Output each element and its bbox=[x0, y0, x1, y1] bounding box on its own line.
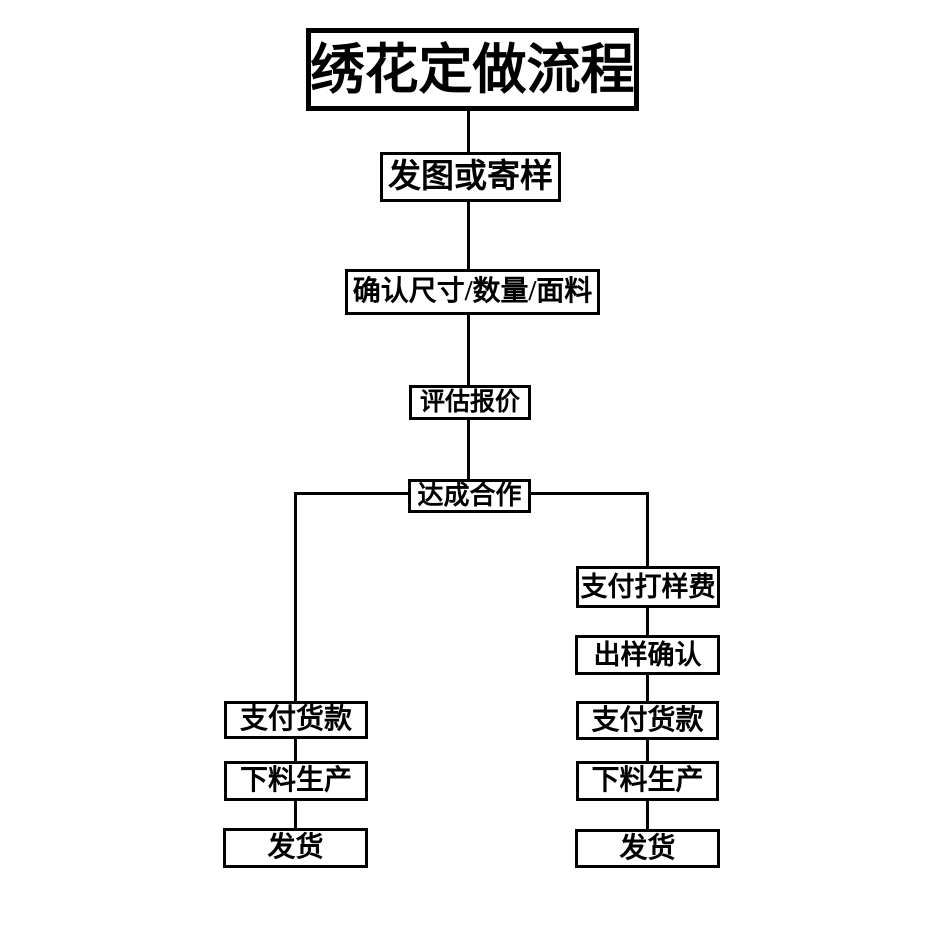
connector-produceleft-to-shipleft bbox=[294, 800, 297, 829]
connector-confirm-to-quote bbox=[467, 314, 470, 385]
flow-node-ship-left: 发货 bbox=[223, 828, 368, 868]
connector-send-to-confirm bbox=[467, 201, 470, 269]
connector-quote-to-deal bbox=[467, 419, 470, 479]
connector-deal-right-horizontal bbox=[531, 492, 649, 495]
connector-sampleconfirm-to-payright bbox=[646, 674, 649, 702]
flow-node-ship-right: 发货 bbox=[575, 829, 720, 868]
flow-node-confirm-specs: 确认尺寸/数量/面料 bbox=[345, 269, 600, 315]
connector-left-branch-vertical bbox=[294, 492, 297, 702]
flow-node-pay-left: 支付货款 bbox=[224, 701, 368, 739]
flow-node-title: 绣花定做流程 bbox=[306, 28, 639, 111]
flow-node-pay-sample-fee: 支付打样费 bbox=[576, 566, 720, 608]
flow-node-produce-right: 下料生产 bbox=[576, 761, 719, 801]
connector-samplefee-to-sampleconfirm bbox=[646, 607, 649, 635]
connector-title-to-send bbox=[467, 111, 470, 152]
flow-node-pay-right: 支付货款 bbox=[576, 701, 719, 740]
connector-deal-left-horizontal bbox=[294, 492, 408, 495]
flow-node-send-sample: 发图或寄样 bbox=[380, 152, 561, 202]
flow-node-produce-left: 下料生产 bbox=[224, 761, 368, 801]
connector-right-branch-vertical bbox=[646, 492, 649, 567]
connector-payleft-to-produceleft bbox=[294, 738, 297, 762]
flow-node-sample-confirm: 出样确认 bbox=[575, 635, 720, 675]
flow-node-quote: 评估报价 bbox=[409, 385, 531, 420]
connector-produceright-to-shipright bbox=[646, 800, 649, 830]
flow-node-deal: 达成合作 bbox=[408, 479, 531, 513]
connector-payright-to-produceright bbox=[646, 739, 649, 762]
